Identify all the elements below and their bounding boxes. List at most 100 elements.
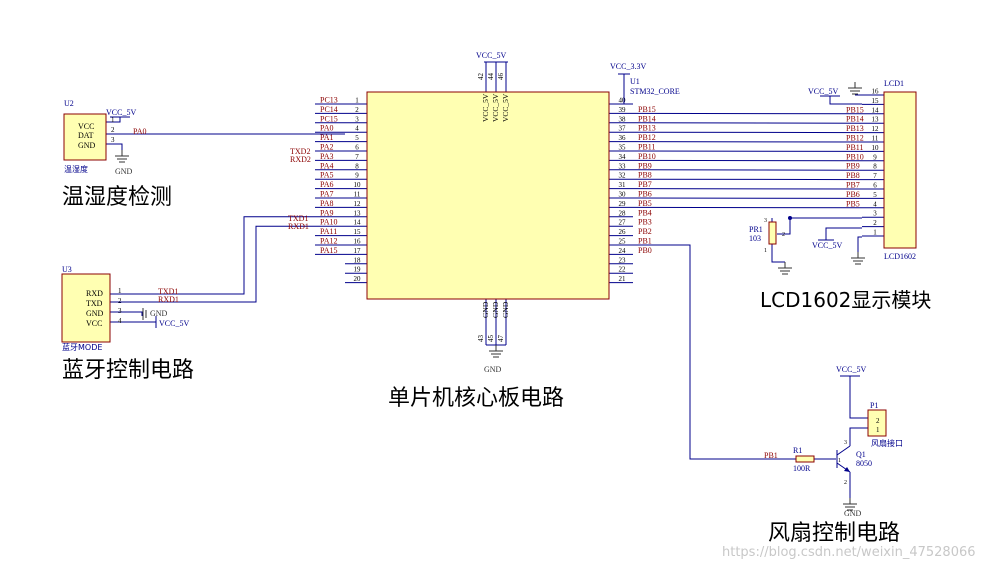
- p1-vcc-wire: [849, 376, 868, 419]
- mcu-left-pin-num-13: 13: [354, 209, 362, 217]
- pr1-bot-wire: [771, 244, 785, 263]
- lcd-pin-net-PB12: PB12: [846, 134, 864, 143]
- mcu-right-pin-num-25: 25: [619, 238, 627, 246]
- u3-pin-num-3: 3: [118, 307, 122, 315]
- p1-pin-1: 1: [876, 426, 880, 434]
- lcd-pin-num-6: 6: [873, 182, 877, 190]
- mcu-left-net-PA2: PA2: [320, 143, 334, 152]
- p1-body: [867, 409, 887, 437]
- lcd-pin-net-PB15: PB15: [846, 105, 864, 114]
- mcu-right-net-PB11: PB11: [638, 143, 656, 152]
- lcd-pin-net-PB9: PB9: [846, 162, 860, 171]
- mcu-right-pin-num-30: 30: [619, 191, 627, 199]
- mcu-right-pin-num-37: 37: [619, 125, 627, 133]
- mcu-left-pin-num-2: 2: [355, 106, 359, 114]
- mcu-left-pin-num-6: 6: [355, 144, 359, 152]
- mcu-top-pin-num-3: 46: [497, 73, 505, 81]
- lcd-pin-net-PB11: PB11: [846, 143, 864, 152]
- mcu-right-pin-num-23: 23: [619, 256, 627, 264]
- u3-pin-num-4: 4: [118, 317, 122, 325]
- mcu-left-pin-num-3: 3: [355, 115, 359, 123]
- mcu-left-net-PA0: PA0: [320, 124, 334, 133]
- u3-net-rxd1: RXD1: [158, 295, 179, 304]
- lcd-pin-num-12: 12: [872, 125, 880, 133]
- lcd-pin-num-2: 2: [873, 219, 877, 227]
- mcu-top-pin-num-2: 44: [487, 73, 495, 81]
- mcu-ref: U1: [630, 77, 640, 86]
- mcu-top-pin-name-3: VCC_5V: [501, 93, 510, 122]
- u3-label: 蓝牙MODE: [62, 342, 102, 352]
- u3-pin-name-1: RXD: [86, 289, 103, 298]
- lcd-pin-num-10: 10: [872, 144, 880, 152]
- mcu-right-pin-num-35: 35: [619, 144, 627, 152]
- u3-pin-name-2: TXD: [86, 299, 103, 308]
- lcd-pin-num-13: 13: [872, 116, 880, 124]
- lcd-vdd-wire: [825, 227, 862, 240]
- u3-txd1-wire: [110, 216, 315, 295]
- mcu-left-net-PA7: PA7: [320, 190, 334, 199]
- lcd-pin-net-PB5: PB5: [846, 199, 860, 208]
- u3-pin-name-3: GND: [86, 309, 104, 318]
- net-txd2: TXD2: [290, 147, 310, 156]
- mcu-left-pin-num-15: 15: [354, 228, 362, 236]
- mcu-right-pin-num-29: 29: [619, 200, 627, 208]
- q1-collector-leg: [836, 445, 851, 456]
- mcu-left-net-PA9: PA9: [320, 208, 334, 217]
- mcu-left-pin-num-16: 16: [354, 238, 362, 246]
- mcu-right-net-PB7: PB7: [638, 180, 652, 189]
- u2-pin-name-3: GND: [78, 141, 96, 150]
- u2-body: [63, 113, 107, 161]
- u2-label: 温湿度: [64, 164, 88, 174]
- mcu-left-pin-num-5: 5: [355, 134, 359, 142]
- mcu-body: [366, 91, 610, 300]
- lcd-pin-num-15: 15: [872, 97, 880, 105]
- lcd-a-wire: [829, 96, 862, 105]
- q1-pin-3: 3: [844, 440, 847, 446]
- mcu-top-pin-name-1: VCC_5V: [481, 93, 490, 122]
- lcd-pin-num-11: 11: [872, 135, 879, 143]
- mcu-left-net-PA10: PA10: [320, 218, 338, 227]
- q1-collector-wire: [849, 427, 868, 446]
- lcd-body: [883, 91, 917, 249]
- mcu-left-net-PA4: PA4: [320, 161, 334, 170]
- u3-pin-num-1: 1: [118, 287, 122, 295]
- mcu-right-pin-num-22: 22: [619, 266, 627, 274]
- mcu-right-net-PB6: PB6: [638, 190, 652, 199]
- pr1-value: 103: [749, 234, 761, 243]
- mcu-right-net-PB14: PB14: [638, 114, 656, 123]
- lcd-pin-net-PB8: PB8: [846, 171, 860, 180]
- mcu-left-pin-num-20: 20: [354, 275, 362, 283]
- mcu-right-pin-num-33: 33: [619, 162, 627, 170]
- pr1-pin1: 1: [764, 248, 767, 254]
- u2-ref: U2: [64, 99, 74, 108]
- lcd-pin-net-PB6: PB6: [846, 190, 860, 199]
- lcd-vcc-label: VCC_5V: [808, 87, 838, 96]
- mcu-right-net-PB12: PB12: [638, 133, 656, 142]
- u2-gnd-label: GND: [115, 167, 133, 176]
- lcd-ref: LCD1: [884, 79, 904, 88]
- mcu-bot-pin-num-3: 47: [497, 335, 505, 343]
- fan-pb1-wire: [633, 244, 796, 460]
- u2-gnd-wire: [106, 143, 123, 150]
- caption-sensor: 温湿度检测: [62, 185, 172, 210]
- u2-vcc-label: VCC_5V: [106, 108, 136, 117]
- pr1-ref: PR1: [749, 225, 763, 234]
- p1-pin-2: 2: [876, 417, 880, 425]
- mcu-right-pin-num-28: 28: [619, 209, 627, 217]
- mcu-left-net-PC15: PC15: [320, 114, 338, 123]
- caption-fan: 风扇控制电路: [768, 521, 900, 546]
- p1-ref: P1: [870, 401, 878, 410]
- mcu-bot-pin-num-2: 45: [487, 335, 495, 343]
- mcu-right-net-PB9: PB9: [638, 161, 652, 170]
- lcd-vcc2-label: VCC_5V: [812, 241, 842, 250]
- mcu-left-net-PA11: PA11: [320, 227, 337, 236]
- u3-gnd-wire: [110, 311, 143, 316]
- mcu-right-pin-num-32: 32: [619, 172, 627, 180]
- mcu-right-net-PB4: PB4: [638, 208, 652, 217]
- u3-pin-num-2: 2: [118, 297, 122, 305]
- caption-bluetooth: 蓝牙控制电路: [62, 358, 194, 383]
- mcu-left-net-PA15: PA15: [320, 246, 338, 255]
- q1-pin-1: 1: [838, 458, 841, 464]
- mcu-right-net-PB15: PB15: [638, 105, 656, 114]
